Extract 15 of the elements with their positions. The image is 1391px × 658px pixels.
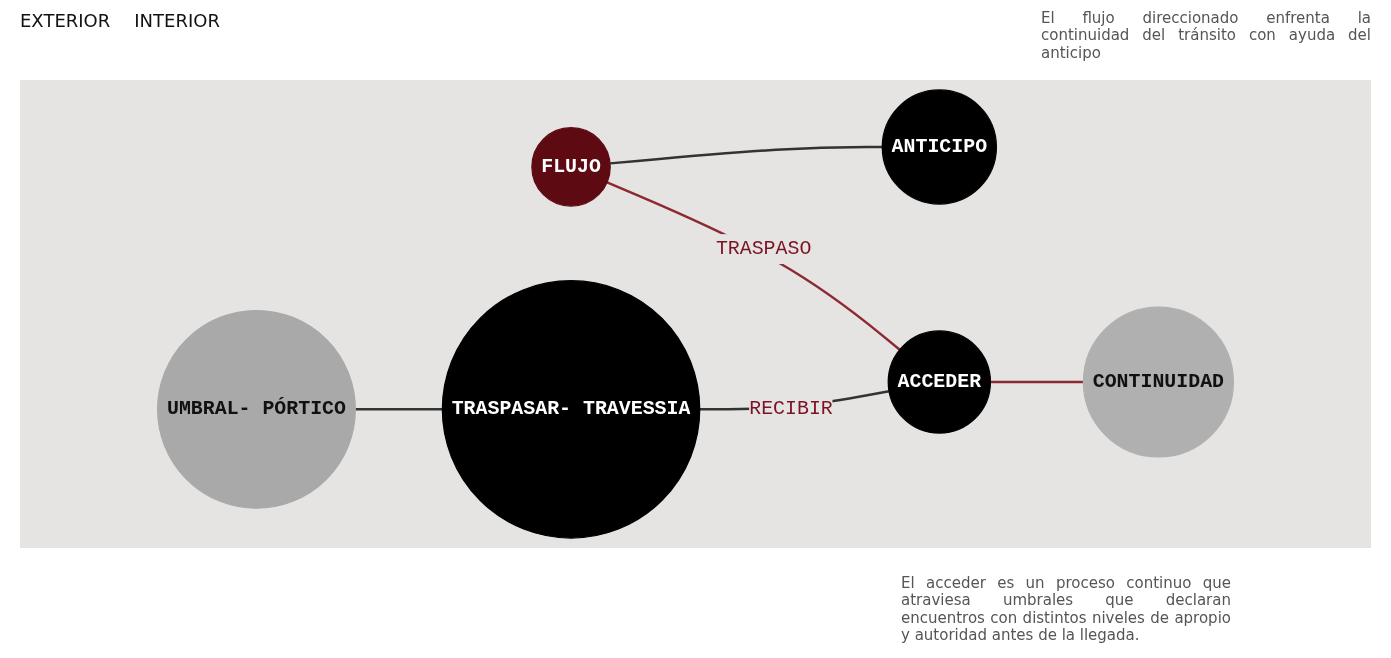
node-circle: ACCEDER bbox=[887, 330, 992, 434]
edge-label: RECIBIR bbox=[749, 398, 833, 421]
zone-label: INTERIOR bbox=[134, 10, 220, 31]
connector bbox=[990, 380, 1084, 384]
node-circle: ANTICIPO bbox=[881, 89, 997, 205]
connector bbox=[355, 408, 443, 411]
node-circle: FLUJO bbox=[531, 127, 611, 207]
note-text: El flujo direccionado enfrenta la continuidad del tránsito con ayuda del anticipo bbox=[1041, 10, 1371, 62]
node-circle: UMBRAL- PÓRTICO bbox=[157, 309, 356, 509]
zone-label: EXTERIOR bbox=[20, 10, 111, 31]
node-circle: TRASPASAR- TRAVESSIA bbox=[441, 280, 701, 539]
note-text: El acceder es un proceso continuo que atraviesa umbrales que declaran encuentros con distintos niveles de apropio y autoridad antes de la llegada. bbox=[901, 575, 1231, 644]
connector bbox=[606, 181, 901, 351]
node-circle: CONTINUIDAD bbox=[1082, 306, 1234, 458]
edge-label: TRASPASO bbox=[715, 237, 812, 261]
